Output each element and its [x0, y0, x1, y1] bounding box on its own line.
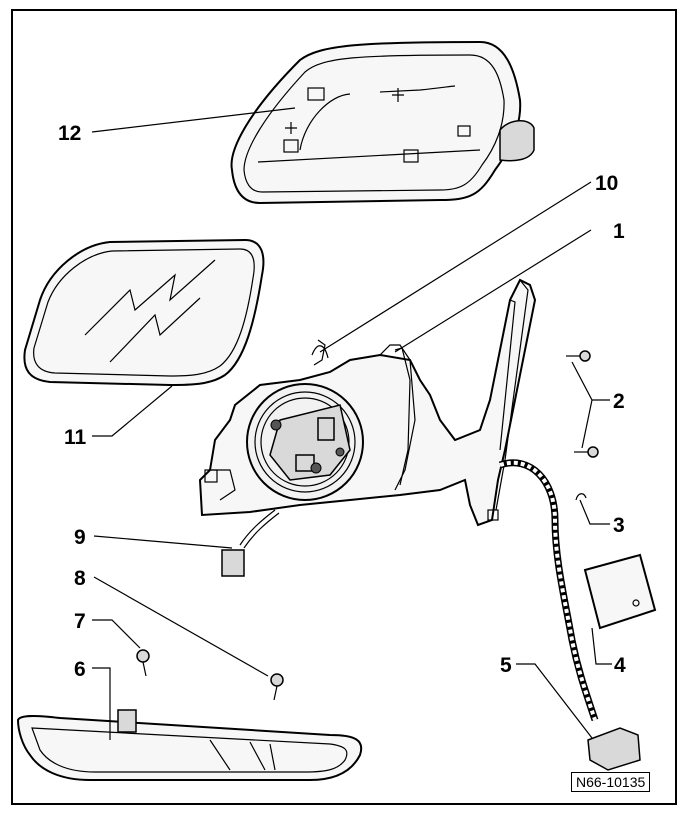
drawing-reference-code: N66-10135: [571, 772, 651, 792]
screws-2: [566, 350, 599, 458]
callout-11: 11: [64, 426, 87, 449]
callout-1: 1: [613, 220, 625, 243]
clip-3: [575, 493, 587, 501]
connector-9: [221, 509, 280, 577]
callout-10: 10: [595, 172, 618, 195]
drawing-frame: [11, 9, 677, 805]
lower-cover-6: [16, 709, 363, 781]
mirror-base-assembly: [198, 278, 537, 527]
callout-labels: 12 10 1 2 3 4 5 6 7 8 9 11: [58, 122, 626, 681]
callout-12: 12: [58, 122, 81, 145]
callout-8: 8: [74, 567, 86, 590]
callout-4: 4: [614, 654, 626, 677]
callout-9: 9: [74, 526, 86, 549]
mirror-glass: [23, 238, 265, 387]
wiring-on-base: [311, 345, 329, 359]
callout-2: 2: [613, 390, 625, 413]
callout-5: 5: [500, 654, 512, 677]
mirror-housing-cover: [230, 40, 535, 205]
wiring-harness-4: [498, 459, 657, 722]
screws-7-8: [136, 649, 284, 701]
callout-7: 7: [74, 610, 86, 633]
harness-connector-5: [587, 727, 641, 771]
callout-3: 3: [613, 514, 625, 537]
leader-lines: [91, 107, 612, 740]
callout-6: 6: [74, 658, 86, 681]
